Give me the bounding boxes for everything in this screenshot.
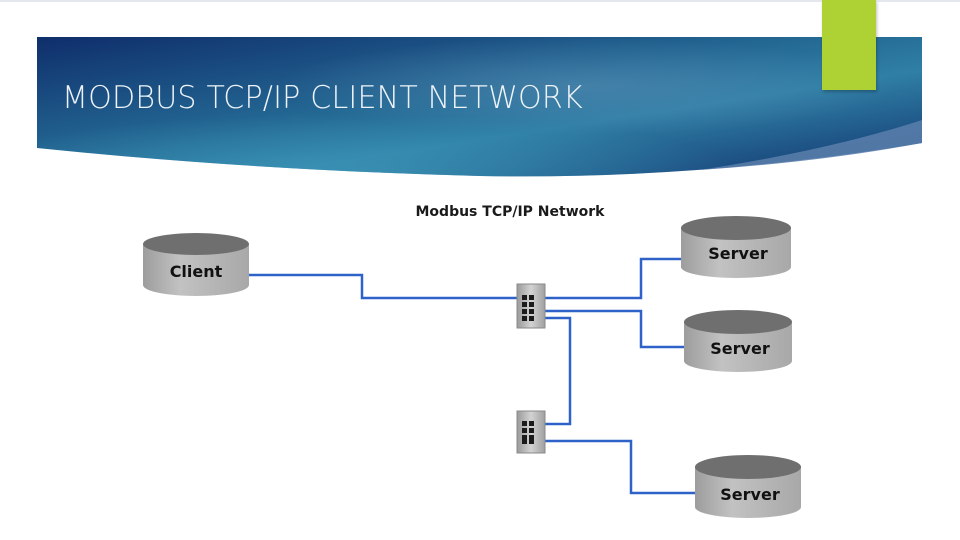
link-switch1-switch2	[534, 316, 572, 426]
switch1-node	[516, 283, 546, 329]
top-border-line	[0, 0, 960, 2]
slide-title: MODBUS TCP/IP CLIENT NETWORK	[62, 80, 583, 116]
server2-cylinder-body	[684, 322, 792, 372]
link-switch1-server2	[534, 309, 686, 349]
client-cylinder-body	[143, 244, 249, 296]
server1-label: Server	[708, 244, 768, 263]
server1-cylinder-top	[681, 216, 791, 240]
client-label: Client	[170, 262, 223, 281]
server3-label: Server	[720, 485, 780, 504]
server2-cylinder-top	[684, 310, 792, 334]
server1-cylinder-body	[681, 228, 791, 278]
switch1-ports	[522, 295, 534, 321]
server3-node: Server	[695, 455, 801, 518]
banner-swoosh	[700, 120, 922, 170]
client-node: Client	[143, 233, 249, 296]
server2-node: Server	[684, 310, 792, 372]
server3-cylinder-body	[695, 467, 801, 518]
server1-node: Server	[681, 216, 791, 278]
accent-tab	[822, 0, 876, 90]
diagram-title: Modbus TCP/IP Network	[416, 204, 606, 220]
switch2-node	[516, 410, 546, 454]
client-cylinder-top	[143, 233, 249, 255]
link-switch2-server3	[534, 439, 697, 495]
server2-label: Server	[710, 339, 770, 358]
link-switch1-server1	[534, 257, 683, 300]
banner-glow-bottom	[37, 37, 922, 177]
switch2-ports	[522, 421, 534, 444]
link-client-switch1	[249, 273, 524, 300]
server3-cylinder-top	[695, 455, 801, 479]
